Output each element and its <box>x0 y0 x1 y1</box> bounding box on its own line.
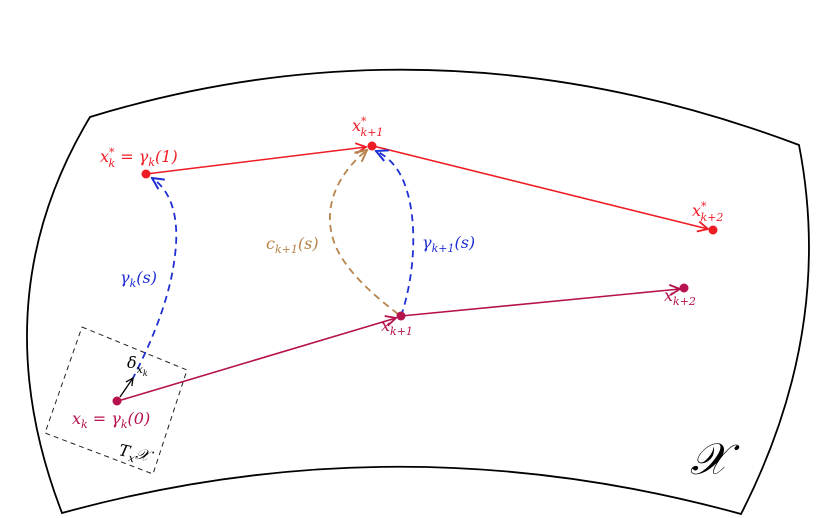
label-tangent-space: Tx𝒳 <box>117 440 157 469</box>
point-x-k1-star <box>367 141 377 151</box>
iterate-edge-1 <box>117 318 396 402</box>
curve-c-k1 <box>328 150 399 315</box>
tangent-space-box <box>44 326 188 475</box>
iterate-edge-2 <box>400 289 680 317</box>
geodesic-gamma-k <box>131 178 178 381</box>
label-x-k1-star: x*k+1 <box>352 115 383 139</box>
label-c-k1: ck+1(s) <box>266 234 319 256</box>
point-x-k <box>112 396 122 406</box>
label-x-k-star: x*k = γk(1) <box>100 146 178 170</box>
label-manifold: 𝒳 <box>690 434 740 485</box>
label-gamma-k1: γk+1(s) <box>422 233 475 255</box>
optimum-edge-2 <box>372 145 708 229</box>
point-x-k2 <box>679 283 689 293</box>
optimum-edge-1 <box>145 147 366 175</box>
point-x-k1 <box>396 311 406 321</box>
label-x-k1: xk+1 <box>381 316 413 338</box>
label-x-k: xk = γk(0) <box>72 409 150 431</box>
label-x-k2-star: x*k+2 <box>692 200 723 224</box>
manifold-boundary <box>26 68 810 516</box>
label-gamma-k: γk(s) <box>120 268 157 290</box>
label-x-k2: xk+2 <box>664 286 696 308</box>
label-delta: δxk <box>127 353 148 378</box>
point-x-k-star <box>141 169 151 179</box>
point-x-k2-star <box>708 225 718 235</box>
geodesic-gamma-k1 <box>376 151 415 317</box>
tangent-vector-delta <box>119 378 133 398</box>
